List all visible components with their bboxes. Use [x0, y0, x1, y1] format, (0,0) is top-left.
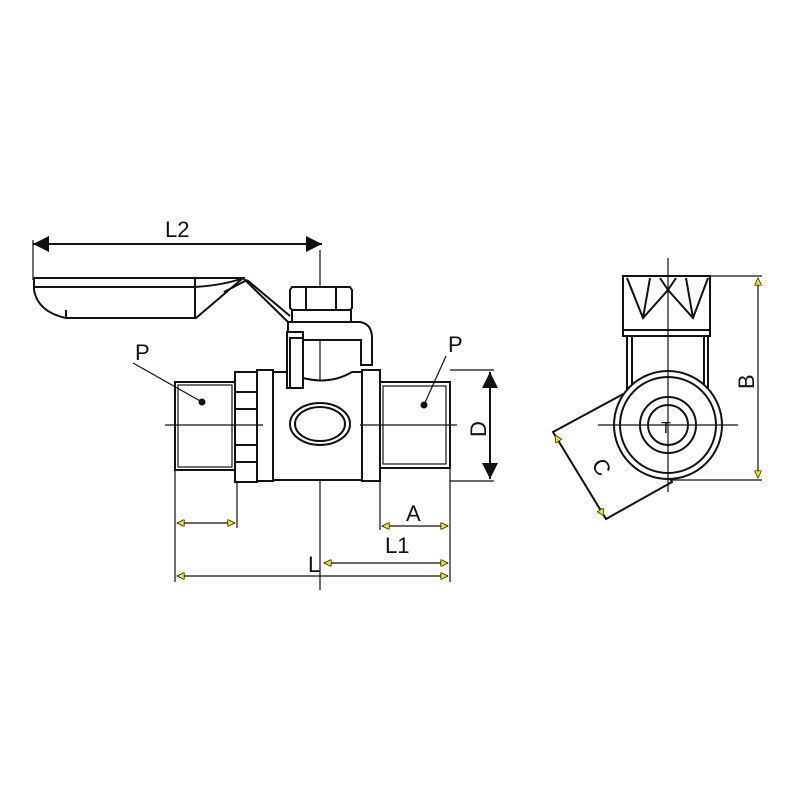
- left-thread-end: [174, 381, 236, 471]
- d-label: D: [466, 421, 491, 437]
- p-left-dot: [198, 398, 206, 406]
- p-right-dot: [420, 401, 428, 409]
- lever-handle: [33, 277, 291, 323]
- valve-body: [272, 331, 363, 481]
- stop-pin: [289, 337, 304, 389]
- body-port: [289, 402, 351, 446]
- a-label: A: [406, 501, 421, 526]
- c-dimension-line: [554, 435, 605, 516]
- bonnet: [287, 321, 373, 366]
- left-union-nut: [234, 371, 258, 483]
- p-right-label: P: [448, 332, 463, 357]
- l-label: L: [308, 552, 320, 577]
- b-label: B: [734, 374, 759, 389]
- stem-nut: [289, 286, 353, 323]
- l2-label: L2: [165, 217, 189, 242]
- t-label: T: [661, 420, 671, 437]
- l1-label: L1: [385, 533, 409, 558]
- end-view: T B C: [551, 258, 762, 521]
- p-left-label: P: [135, 340, 150, 365]
- side-view: P P D A L1 L L2: [32, 217, 498, 590]
